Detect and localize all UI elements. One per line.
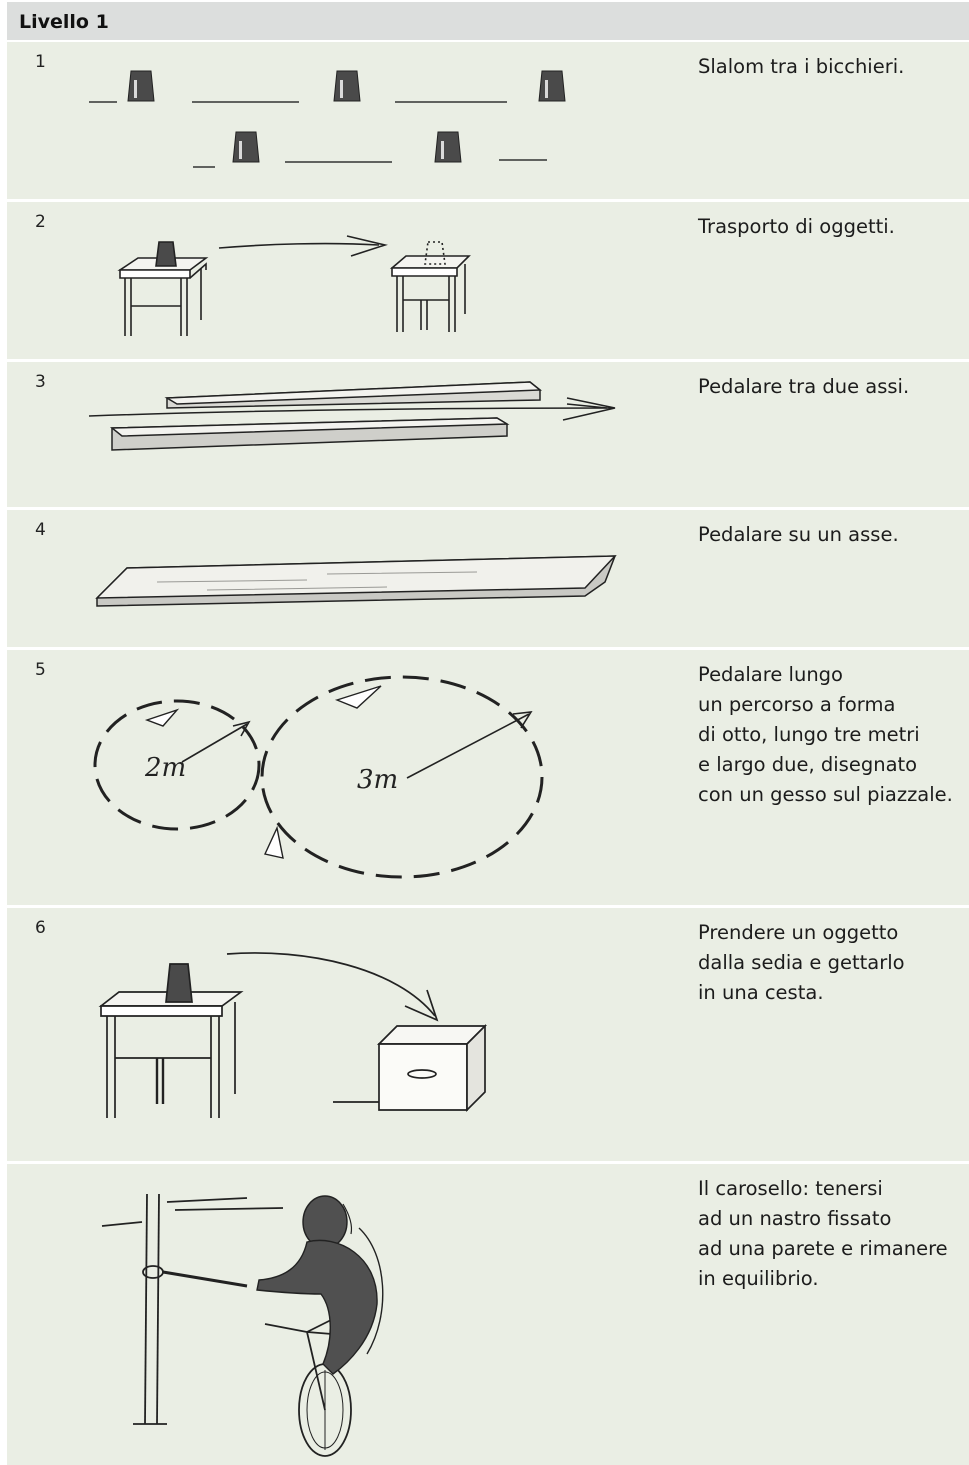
exercise-row-6: 6 [7,908,969,1161]
level-header: Livello 1 [7,2,969,40]
figure-eight-course-illustration: 2m 3m [7,650,627,905]
single-plank-illustration [7,510,627,647]
exercise-number: 1 [35,52,46,72]
exercise-number: 6 [35,918,46,938]
slalom-cups-illustration [7,42,627,199]
carousel-illustration [7,1164,627,1465]
exercise-row-1: 1 [7,42,969,199]
chair-and-basket-illustration [7,908,627,1161]
exercise-row-7: Il carosello: tenersi ad un nastro fissa… [7,1164,969,1465]
exercise-description: Pedalare su un asse. [698,523,899,546]
exercise-number: 5 [35,660,46,680]
exercise-description: Pedalare lungo un percorso a forma di ot… [698,663,953,806]
exercise-description: Il carosello: tenersi ad un nastro fissa… [698,1177,948,1290]
exercise-number: 4 [35,520,46,540]
exercise-description: Pedalare tra due assi. [698,375,910,398]
exercise-description: Slalom tra i bicchieri. [698,55,905,78]
transport-tables-illustration [7,202,627,359]
exercise-sheet: Livello 1 1 [7,0,969,1465]
exercise-row-4: 4 Pedalare su un asse. [7,510,969,647]
exercise-description: Trasporto di oggetti. [698,215,895,238]
exercise-description: Prendere un oggetto dalla sedia e gettar… [698,921,905,1004]
exercise-number: 3 [35,372,46,392]
exercise-row-2: 2 [7,202,969,359]
two-planks-illustration [7,362,627,507]
exercise-row-3: 3 Pedalare tra due assi. [7,362,969,507]
exercise-number: 2 [35,212,46,232]
large-radius-label: 3m [357,765,398,795]
level-title: Livello 1 [19,11,109,33]
small-radius-label: 2m [144,753,186,783]
exercise-row-5: 5 2m 3m Pedalare lungo un percorso a for… [7,650,969,905]
